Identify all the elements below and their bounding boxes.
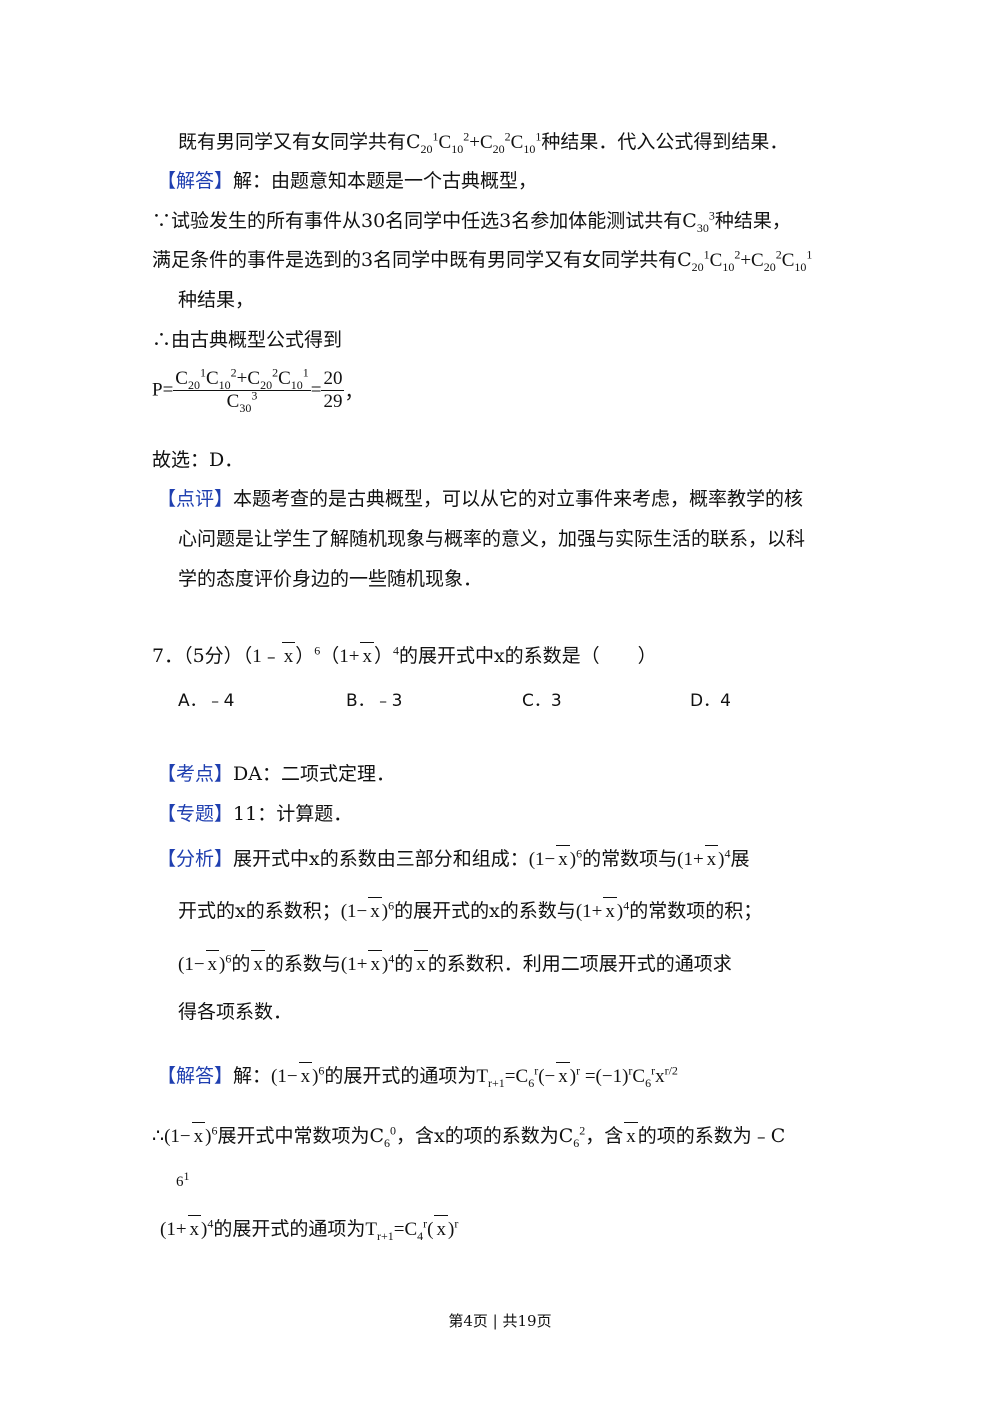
fenxi-line-1: 【分析】展开式中x的系数由三部分和组成：(1−x)6的常数项与(1+x)4展 <box>157 845 750 874</box>
jieda-line: 【解答】解：(1−x)6的展开式的通项为Tr+1=C6r(−x)r =(−1)r… <box>157 1062 678 1090</box>
text-line-1: 既有男同学又有女同学共有C201C102+C202C101种结果．代入公式得到结… <box>178 129 789 156</box>
fenxi-line-4: 得各项系数． <box>178 1001 293 1023</box>
comment-line-1: 【点评】本题考查的是古典概型，可以从它的对立事件来考虑，概率教学的核 <box>157 488 804 510</box>
answer-tag: 【解答】 <box>157 170 234 192</box>
comment-tag: 【点评】 <box>157 488 234 510</box>
fenxi-tag: 【分析】 <box>157 848 234 870</box>
option-b: B．﹣3 <box>346 691 403 711</box>
c61-subscript: 61 <box>176 1169 190 1190</box>
result-line: 种结果， <box>178 289 255 311</box>
zhuanti-tag: 【专题】 <box>157 803 234 825</box>
therefore-line: ∴由古典概型公式得到 <box>152 329 343 351</box>
answer-line: 【解答】解：由题意知本题是一个古典概型， <box>157 170 538 192</box>
last-line: (1+x)4的展开式的通项为Tr+1=C4r(x)r <box>160 1215 459 1243</box>
comment-line-3: 学的态度评价身边的一些随机现象． <box>178 568 483 590</box>
satisfy-line: 满足条件的事件是选到的3名同学中既有男同学又有女同学共有C201C102+C20… <box>152 247 813 274</box>
question-7: 7．（5分）（1﹣x）6（1+x）4的展开式中x的系数是（ ） <box>152 642 657 671</box>
option-c: C．3 <box>522 691 562 711</box>
kaodian-line: 【考点】DA：二项式定理． <box>157 763 395 785</box>
choose-line: 故选：D． <box>152 449 244 471</box>
option-a: A．﹣4 <box>178 691 235 711</box>
comment-line-2: 心问题是让学生了解随机现象与概率的意义，加强与实际生活的联系，以科 <box>178 528 806 550</box>
zhuanti-line: 【专题】11：计算题． <box>157 803 353 825</box>
since-line: ∵试验发生的所有事件从30名同学中任选3名参加体能测试共有C303种结果， <box>152 208 791 235</box>
kaodian-tag: 【考点】 <box>157 763 234 785</box>
jieda-tag: 【解答】 <box>157 1065 234 1087</box>
page-footer: 第4页 | 共19页 <box>448 1312 552 1330</box>
question-score: （5分） <box>183 645 243 667</box>
question-number: 7． <box>152 645 184 667</box>
fenxi-line-2: 开式的x的系数积；(1−x)6的展开式的x的系数与(1+x)4的常数项的积； <box>178 897 762 926</box>
option-d: D．4 <box>690 691 731 711</box>
